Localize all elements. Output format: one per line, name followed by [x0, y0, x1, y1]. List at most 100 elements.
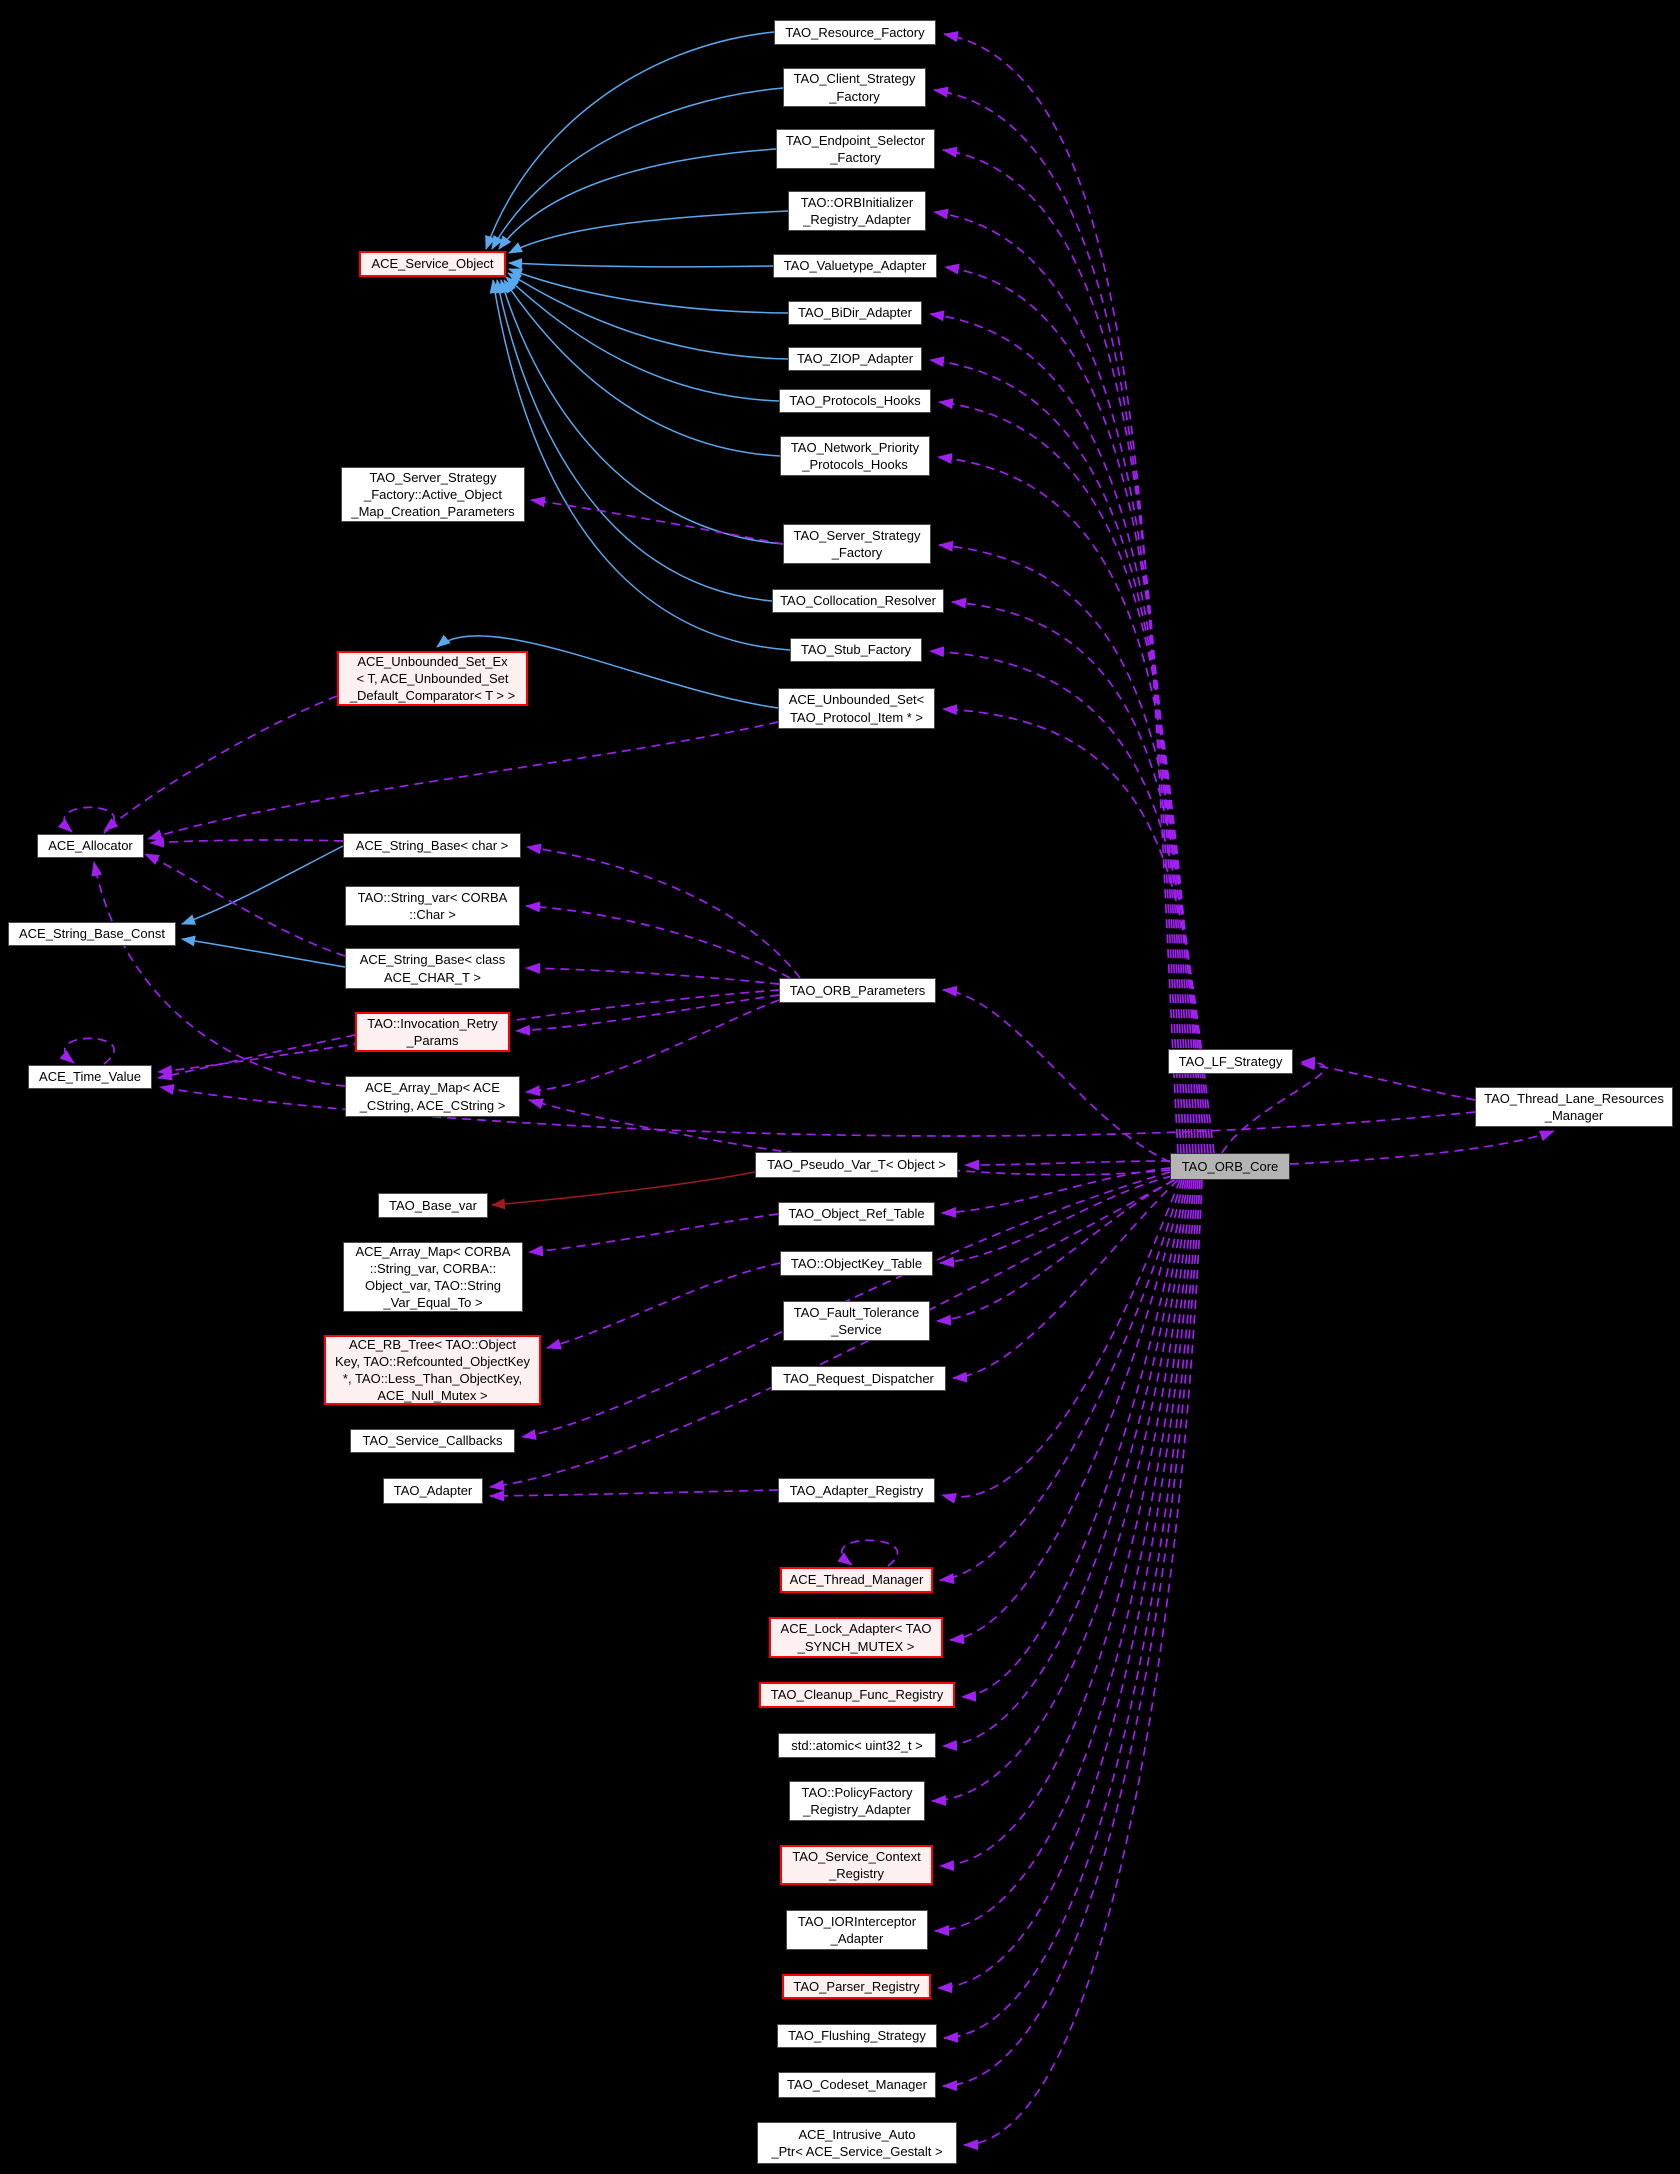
node-valuetype_ad[interactable]: TAO_Valuetype_Adapter [773, 254, 937, 278]
node-server_strat[interactable]: TAO_Server_Strategy _Factory [783, 524, 931, 564]
edge-orb_core-parser_registry [937, 1179, 1197, 1994]
edge-objectkey_table-rb_tree [546, 1262, 781, 1350]
node-ziop_ad[interactable]: TAO_ZIOP_Adapter [788, 347, 922, 371]
edge-orb_core-net_prio [937, 453, 1203, 1154]
node-stub_factory[interactable]: TAO_Stub_Factory [790, 638, 922, 662]
node-endpoint_sel[interactable]: TAO_Endpoint_Selector _Factory [776, 129, 935, 169]
edge-array_map_cstring-allocator [91, 861, 346, 1087]
node-aom_params[interactable]: TAO_Server_Strategy _Factory::Active_Obj… [341, 467, 525, 522]
edge-obj_ref_table-array_map_strvar [528, 1213, 779, 1257]
node-array_map_strvar[interactable]: ACE_Array_Map< CORBA ::String_var, CORBA… [343, 1242, 523, 1312]
node-client_strat[interactable]: TAO_Client_Strategy _Factory [783, 68, 926, 107]
edge-orb_params-array_map_cstring [525, 999, 780, 1097]
node-net_prio[interactable]: TAO_Network_Priority _Protocols_Hooks [780, 436, 930, 476]
node-invocation_retry[interactable]: TAO::Invocation_Retry _Params [355, 1012, 510, 1052]
edge-invocation_retry-time_value [157, 1034, 356, 1081]
edge-res_factory-service_object [485, 31, 775, 250]
edge-net_prio-service_object [503, 279, 781, 457]
edge-pseudo_var-base_var [491, 1171, 756, 1210]
edge-orb_core-orbinit_reg [933, 208, 1188, 1154]
node-proto_hooks[interactable]: TAO_Protocols_Hooks [779, 389, 931, 413]
edge-orb_core-client_strat [933, 86, 1182, 1154]
node-intrusive_auto_ptr[interactable]: ACE_Intrusive_Auto _Ptr< ACE_Service_Ges… [757, 2122, 957, 2164]
edge-unbounded_set_ex-allocator [103, 695, 338, 832]
node-policy_factory[interactable]: TAO::PolicyFactory _Registry_Adapter [789, 1781, 925, 1821]
edge-orb_core-obj_ref_table [941, 1167, 1171, 1218]
edge-bidir_ad-service_object [508, 268, 789, 314]
edge-orb_core-lf_strategy [1221, 1056, 1326, 1154]
edge-orb_core-pseudo_var [964, 1159, 1171, 1171]
edge-thread_manager-thread_manager [837, 1539, 899, 1567]
edge-orb_core-colloc_res [951, 597, 1209, 1154]
edge-client_strat-service_object [491, 87, 784, 250]
node-string_var[interactable]: TAO::String_var< CORBA ::Char > [345, 886, 520, 926]
node-service_callbacks[interactable]: TAO_Service_Callbacks [350, 1429, 515, 1453]
edge-string_base_char-allocator [149, 836, 344, 848]
node-flushing_strategy[interactable]: TAO_Flushing_Strategy [777, 2024, 937, 2048]
node-pseudo_var[interactable]: TAO_Pseudo_Var_T< Object > [755, 1152, 958, 1178]
edge-orb_params-string_var [525, 901, 791, 979]
edge-orb_core-request_disp [952, 1179, 1179, 1383]
edge-valuetype_ad-service_object [508, 258, 774, 270]
edge-orb_core-atomic_u32 [942, 1179, 1189, 1751]
node-lock_adapter[interactable]: ACE_Lock_Adapter< TAO _SYNCH_MUTEX > [769, 1617, 943, 1658]
node-obj_ref_table[interactable]: TAO_Object_Ref_Table [778, 1202, 935, 1226]
edge-adapter_registry-adapter [489, 1489, 779, 1502]
node-fault_tolerance[interactable]: TAO_Fault_Tolerance _Service [783, 1301, 930, 1341]
edge-string_base_t-allocator [144, 853, 346, 957]
node-objectkey_table[interactable]: TAO::ObjectKey_Table [780, 1251, 933, 1276]
node-bidir_ad[interactable]: TAO_BiDir_Adapter [788, 301, 922, 325]
edge-orb_core-tlrm [1289, 1130, 1555, 1165]
node-svc_ctx_reg[interactable]: TAO_Service_Context _Registry [780, 1845, 933, 1885]
node-string_base_const[interactable]: ACE_String_Base_Const [8, 922, 176, 946]
edge-orb_core-adapter [489, 1179, 1175, 1491]
edge-orb_core-ior_interceptor [934, 1179, 1195, 1936]
edge-string_base_char-string_base_const [181, 845, 344, 925]
node-codeset_manager[interactable]: TAO_Codeset_Manager [778, 2072, 936, 2098]
node-adapter_registry[interactable]: TAO_Adapter_Registry [778, 1478, 935, 1503]
edge-time_value-time_value [59, 1037, 115, 1065]
node-parser_registry[interactable]: TAO_Parser_Registry [782, 1974, 931, 1999]
node-res_factory[interactable]: TAO_Resource_Factory [774, 20, 936, 45]
node-colloc_res[interactable]: TAO_Collocation_Resolver [772, 589, 944, 613]
edge-tlrm-lf_strategy [1300, 1059, 1476, 1101]
node-ior_interceptor[interactable]: TAO_IORInterceptor _Adapter [786, 1910, 928, 1950]
node-orb_params[interactable]: TAO_ORB_Parameters [779, 978, 936, 1003]
node-rb_tree[interactable]: ACE_RB_Tree< TAO::Object Key, TAO::Refco… [324, 1335, 541, 1405]
edge-orb_core-orb_params [942, 985, 1171, 1163]
node-string_base_char[interactable]: ACE_String_Base< char > [343, 833, 521, 858]
node-allocator[interactable]: ACE_Allocator [37, 834, 144, 858]
edge-orb_core-res_factory [943, 31, 1179, 1154]
edge-orb_params-invocation_retry [515, 994, 780, 1036]
edge-orb_core-stub_factory [929, 646, 1212, 1154]
edge-orbinit_reg-service_object [508, 210, 789, 254]
node-array_map_cstring[interactable]: ACE_Array_Map< ACE _CString, ACE_CString… [345, 1076, 520, 1117]
edge-orb_core-intrusive_auto_ptr [963, 1179, 1203, 2151]
edge-orb_core-codeset_manager [942, 1179, 1201, 2092]
edge-orb_core-server_strat [938, 540, 1206, 1154]
edge-unbounded_set-unbounded_set_ex [436, 634, 779, 709]
edge-orb_core-valuetype_ad [944, 263, 1191, 1154]
node-time_value[interactable]: ACE_Time_Value [28, 1065, 152, 1089]
node-lf_strategy[interactable]: TAO_LF_Strategy [1168, 1049, 1293, 1074]
node-orb_core: TAO_ORB_Core [1170, 1153, 1290, 1180]
node-tlrm[interactable]: TAO_Thread_Lane_Resources _Manager [1475, 1087, 1673, 1127]
node-cleanup_func[interactable]: TAO_Cleanup_Func_Registry [759, 1682, 955, 1708]
edge-server_strat-aom_params [530, 496, 784, 545]
node-base_var[interactable]: TAO_Base_var [378, 1193, 488, 1218]
node-atomic_u32[interactable]: std::atomic< uint32_t > [778, 1733, 936, 1758]
node-unbounded_set_ex[interactable]: ACE_Unbounded_Set_Ex < T, ACE_Unbounded_… [337, 651, 528, 706]
node-request_disp[interactable]: TAO_Request_Dispatcher [771, 1366, 946, 1391]
node-adapter[interactable]: TAO_Adapter [383, 1478, 483, 1504]
edge-proto_hooks-service_object [505, 276, 780, 402]
edge-orb_core-flushing_strategy [943, 1179, 1199, 2043]
node-thread_manager[interactable]: ACE_Thread_Manager [780, 1567, 933, 1593]
edge-colloc_res-service_object [494, 279, 773, 602]
node-unbounded_set[interactable]: ACE_Unbounded_Set< TAO_Protocol_Item * > [778, 688, 935, 729]
edge-orb_core-cleanup_func [961, 1179, 1187, 1702]
node-string_base_t[interactable]: ACE_String_Base< class ACE_CHAR_T > [345, 948, 520, 989]
node-service_object[interactable]: ACE_Service_Object [359, 251, 506, 277]
node-orbinit_reg[interactable]: TAO::ORBInitializer _Registry_Adapter [788, 191, 926, 231]
edge-orb_core-proto_hooks [938, 398, 1200, 1154]
